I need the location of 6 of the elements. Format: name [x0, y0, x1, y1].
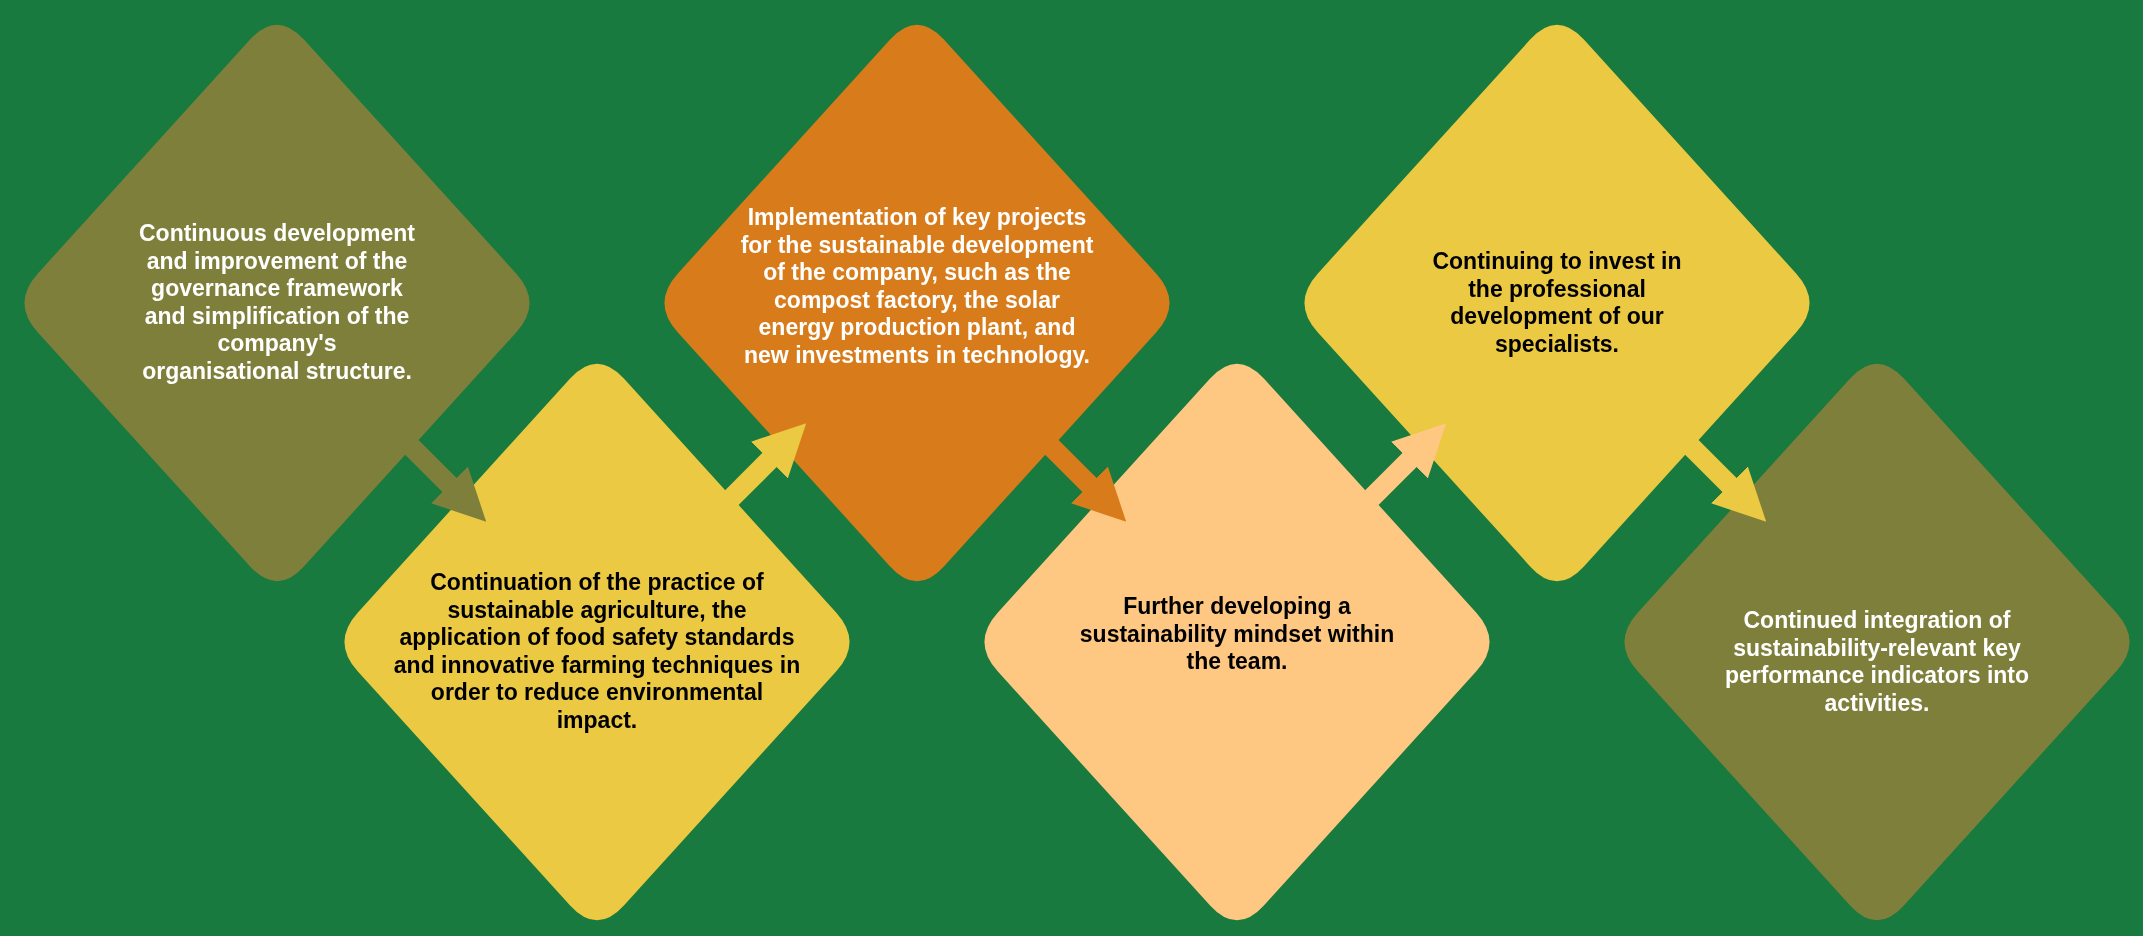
step-text: Further developing a sustainability mindset within the team.: [1078, 592, 1396, 676]
step-text: Continuing to invest in the professional development of our specialists.: [1431, 247, 1683, 359]
step-text: Implementation of key projects for the sustainable development of the company, such as the compost factory, the solar energy production plant, and new investments in technology.: [739, 204, 1095, 370]
step-text: Continuous development and improvement of the governance framework and simplification of the company's organisational structure.: [138, 220, 416, 386]
step-text: Continued integration of sustainability-relevant key performance indicators into activities.: [1723, 606, 2031, 718]
step-text: Continuation of the practice of sustainable agriculture, the application of food safety standards and innovative farming techniques in order to reduce environmental impact.: [392, 569, 802, 735]
